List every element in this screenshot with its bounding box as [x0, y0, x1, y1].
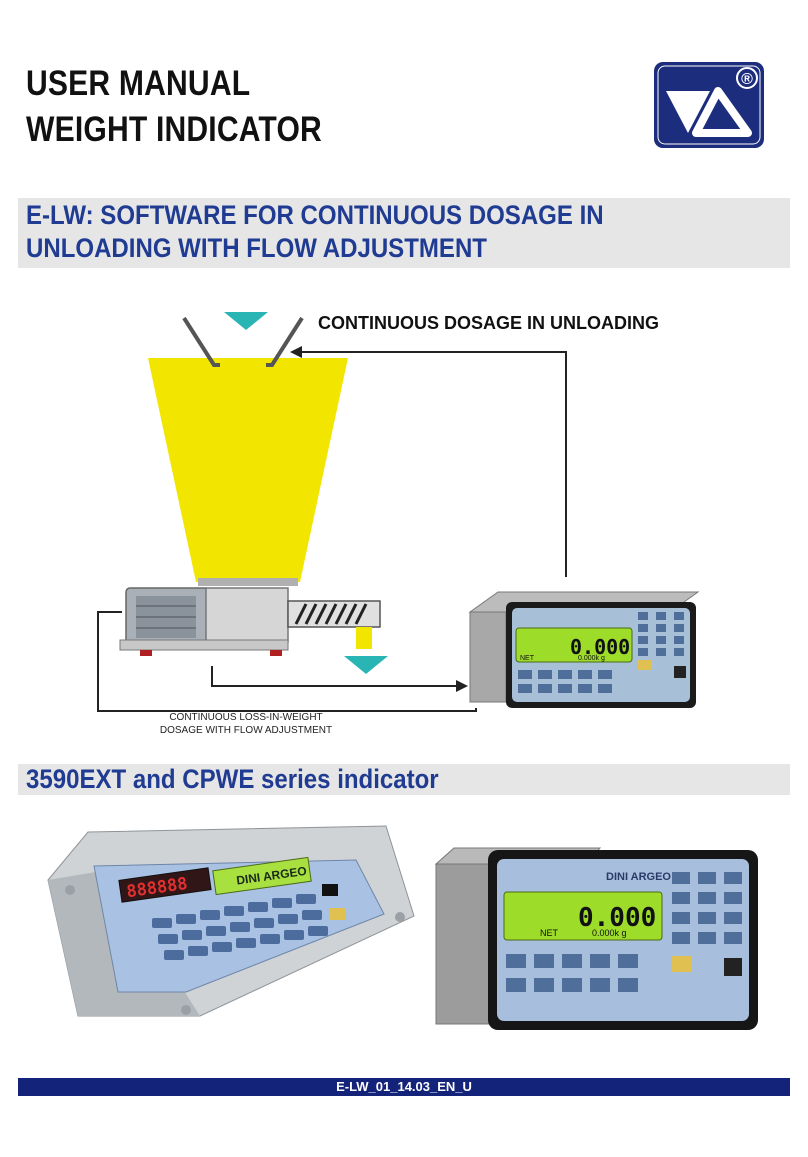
gearbox — [205, 587, 289, 643]
load-cell-base — [119, 639, 289, 651]
section1-title-line1: E-LW: SOFTWARE FOR CONTINUOUS DOSAGE IN — [26, 200, 604, 230]
indicator-keypad — [518, 612, 684, 693]
outflow-arrow-icon — [344, 656, 388, 674]
right-reading: 0.000 — [578, 903, 656, 933]
diagram-caption-line2: DOSAGE WITH FLOW ADJUSTMENT — [160, 725, 332, 736]
signal-line — [211, 666, 458, 687]
footer-bar: E-LW_01_14.03_EN_U — [18, 1078, 790, 1096]
indicator-lcd — [515, 627, 633, 663]
diagram-heading: CONTINUOUS DOSAGE IN UNLOADING — [318, 313, 659, 333]
left-keypad — [152, 894, 328, 960]
section-band — [18, 764, 790, 795]
hopper-wall-right — [266, 316, 304, 367]
section2-title: 3590EXT and CPWE series indicator — [26, 764, 439, 794]
indicator-sub: 0.000k g — [578, 655, 605, 662]
inflow-arrow-icon — [224, 312, 268, 330]
stainless-indicator: 888888 DINI ARGEO — [47, 825, 415, 1017]
signal-arrow-icon — [456, 680, 468, 692]
right-sub: 0.000k g — [592, 928, 627, 938]
outflow-product — [356, 627, 372, 649]
feedback-arrow-icon — [290, 346, 302, 358]
control-line — [97, 611, 477, 712]
diagram-caption-line1: CONTINUOUS LOSS-IN-WEIGHT — [169, 712, 322, 723]
foot-right — [270, 650, 282, 656]
section-band — [18, 198, 790, 268]
foot-left — [140, 650, 152, 656]
document-code: E-LW_01_14.03_EN_U — [336, 1079, 472, 1094]
manual-title-line1: USER MANUAL — [26, 64, 251, 103]
screw-thread — [294, 603, 368, 625]
right-keypad — [506, 872, 742, 992]
hopper-product — [148, 358, 348, 582]
manual-title-line2: WEIGHT INDICATOR — [26, 110, 322, 149]
hopper-flange — [198, 578, 298, 586]
right-lcd — [503, 891, 663, 941]
indicator-device: 0.000 NET 0.000k g — [468, 591, 700, 708]
indicator-net: NET — [520, 655, 535, 662]
indicator-reading: 0.000 — [570, 635, 630, 659]
right-brand: DINI ARGEO — [606, 871, 671, 883]
product-photos: 888888 DINI ARGEO 0.000 NET 0.000k g DIN… — [47, 825, 758, 1030]
feedback-line — [300, 351, 567, 577]
registered-mark: ® — [741, 71, 753, 88]
brand-logo: ® — [654, 62, 764, 148]
panel-indicator: 0.000 NET 0.000k g DINI ARGEO — [434, 847, 758, 1030]
right-net: NET — [540, 928, 559, 938]
dosage-diagram: CONTINUOUS DOSAGE IN UNLOADING CONTINUOU… — [97, 312, 700, 736]
section1-title-line2: UNLOADING WITH FLOW ADJUSTMENT — [26, 233, 487, 263]
hopper-wall-left — [182, 316, 220, 367]
